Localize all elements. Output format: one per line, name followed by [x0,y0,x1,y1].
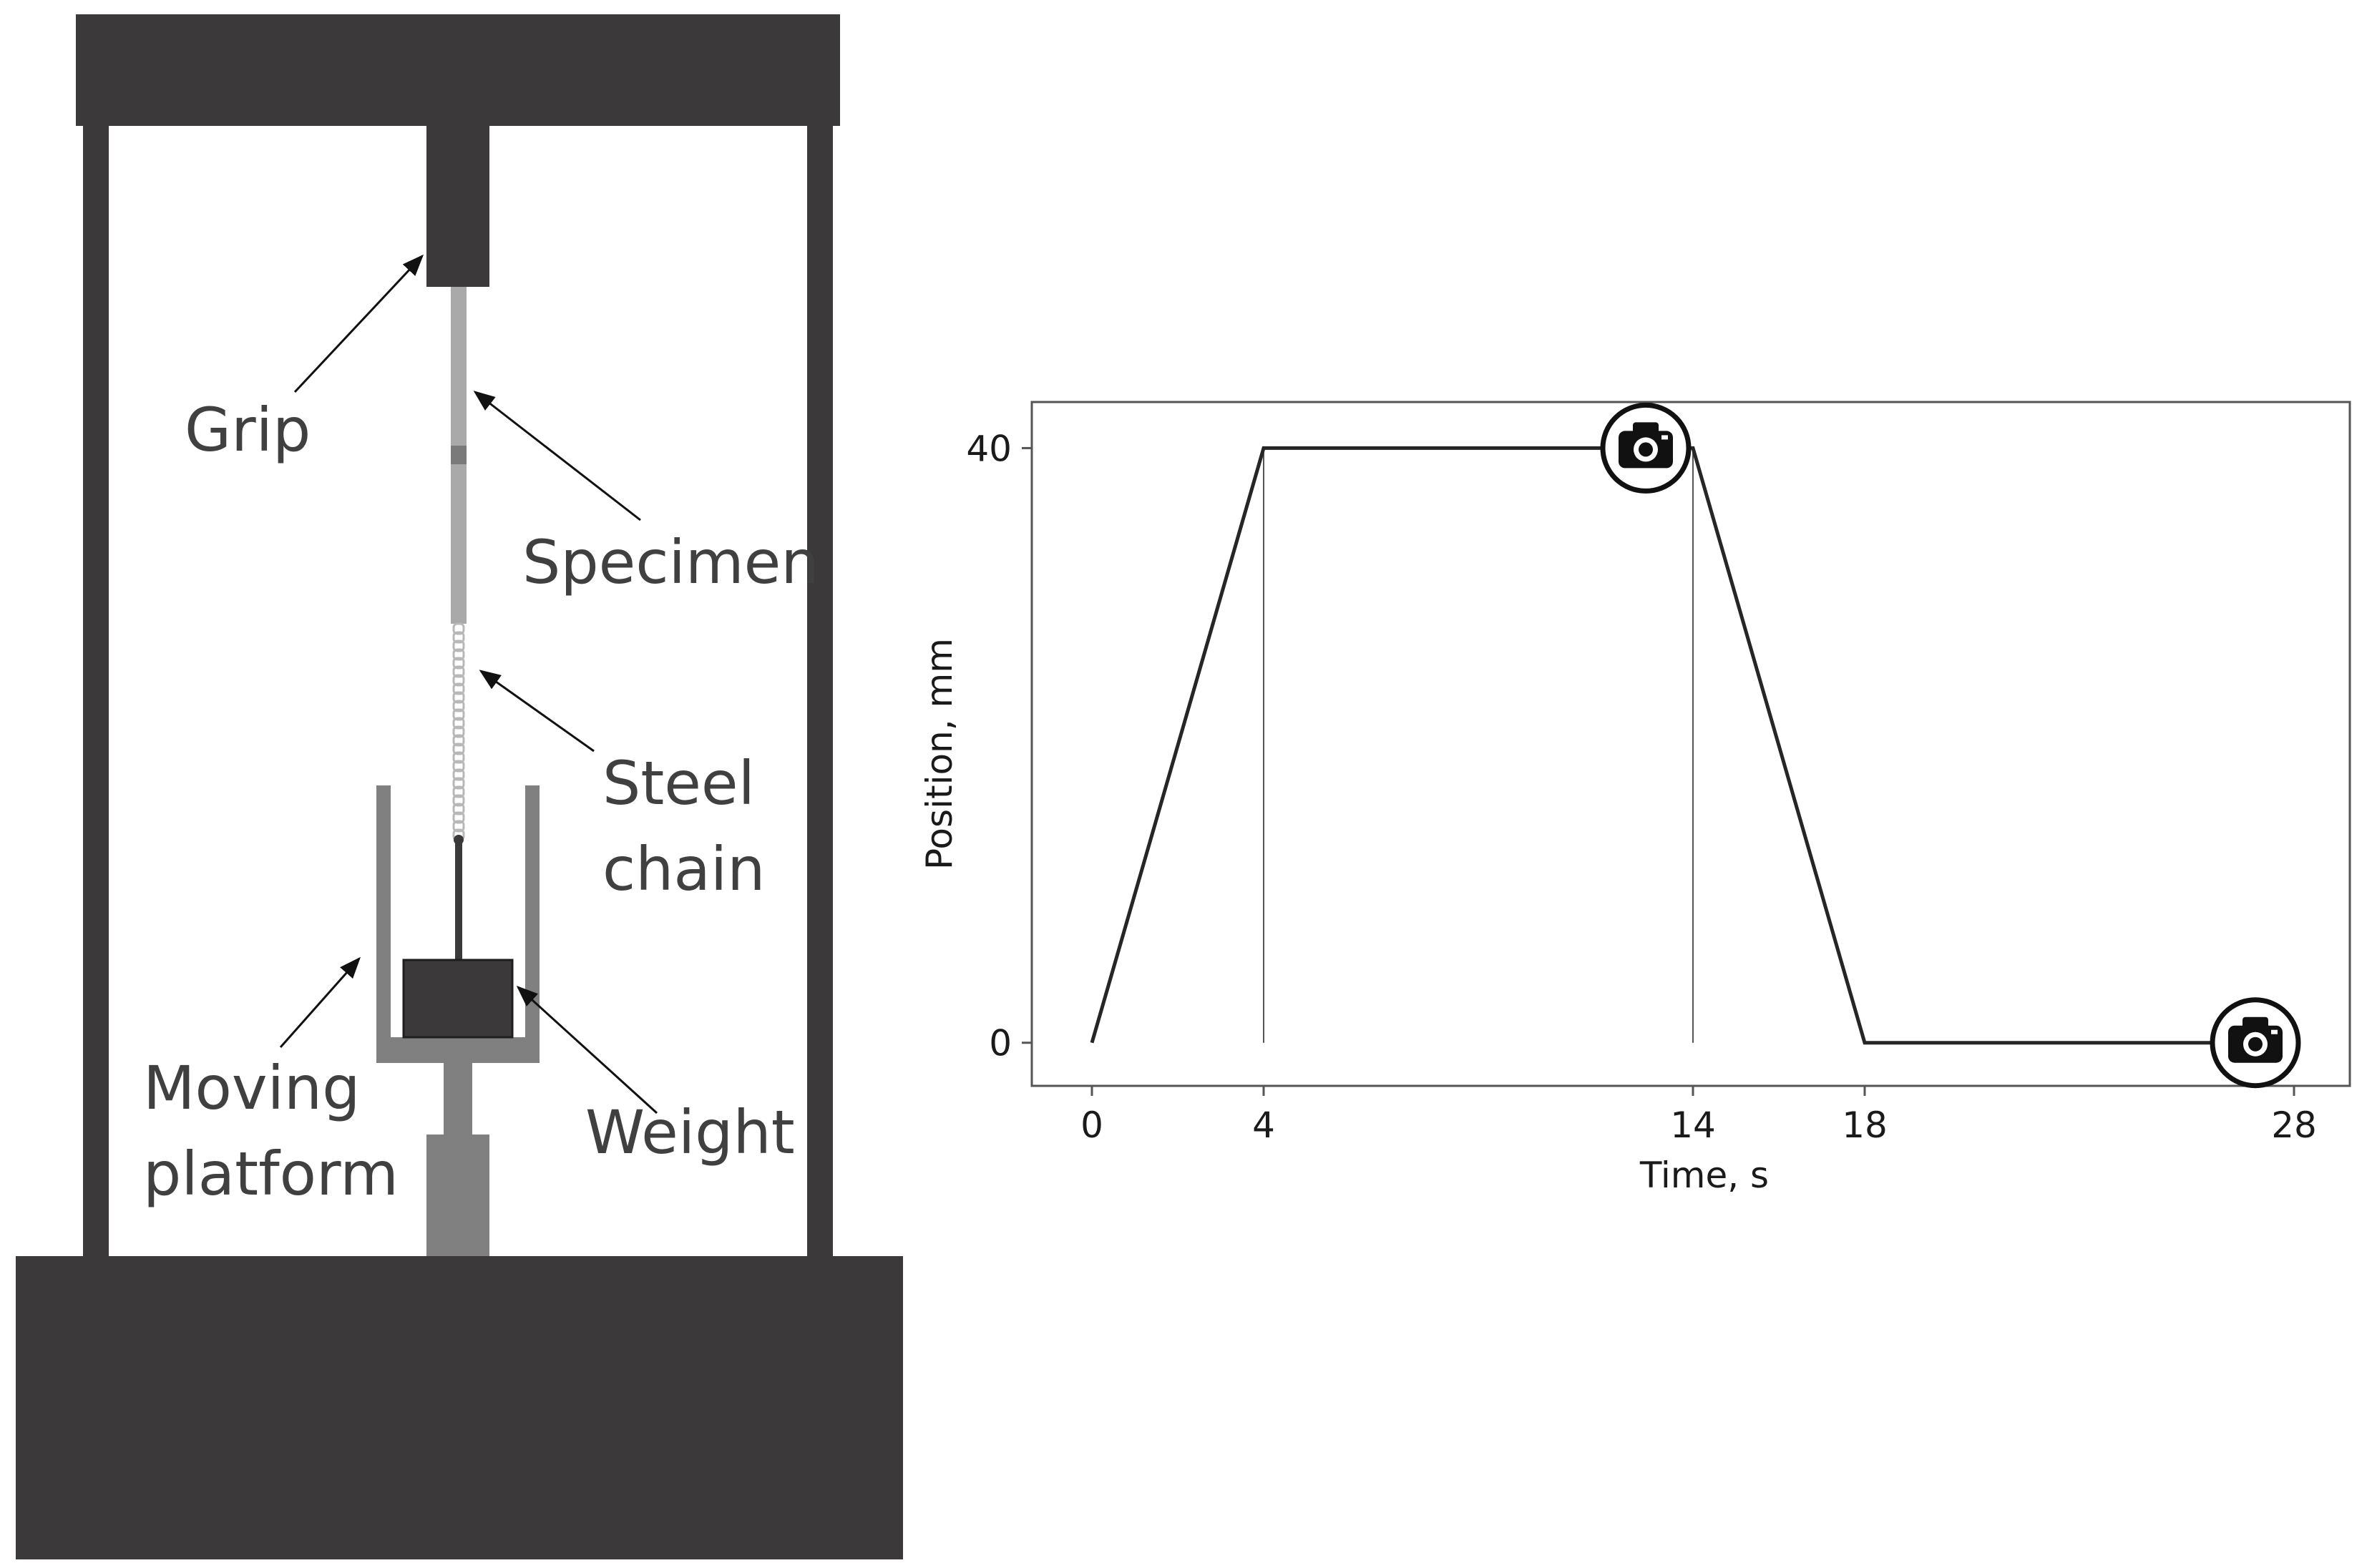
y-axis-ticks: 0 40 [966,428,1032,1064]
chain-link [452,734,465,747]
grip [426,126,489,287]
chain-link [452,682,465,695]
chain-link [452,777,465,790]
platform-actuator [426,1135,489,1256]
camera-markers [1600,402,2301,1089]
steel-chain-arrow [479,670,595,753]
weight-rod [455,838,462,961]
camera-icon [1600,402,1692,494]
x-tick-label: 4 [1252,1104,1275,1146]
chain-link [452,631,465,644]
weight-arrow [516,985,658,1114]
y-tick-label: 40 [966,428,1012,469]
chain-link [452,717,465,730]
weight [402,959,514,1039]
chain-link [452,785,465,798]
plot-frame [1030,401,2351,1087]
x-tick-label: 18 [1842,1104,1888,1146]
chain-link [452,691,465,704]
x-tick-label: 0 [1080,1104,1103,1146]
platform-floor [376,1037,540,1063]
position-time-chart: 0 4 14 18 28 0 40 Time, s Position, mm [919,401,2351,1196]
chain-link [452,648,465,661]
chain-link [452,811,465,824]
platform-stem [444,1063,472,1135]
grip-label: Grip [185,395,311,465]
specimen-arrow [473,391,641,521]
specimen-label: Specimen [522,527,819,597]
camera-icon [2210,997,2301,1089]
chain-link [452,760,465,773]
x-tick-label: 28 [2271,1104,2317,1146]
platform-left-wall [376,785,391,1037]
chain-link [452,665,465,678]
weight-label: Weight [585,1097,795,1167]
chain-link [452,820,465,833]
moving-platform-label-line1: Moving [143,1053,360,1123]
test-apparatus: Grip Specimen Steel chain Moving platfor… [16,14,903,1559]
y-tick-label: 0 [989,1023,1012,1064]
left-column [83,126,109,1256]
specimen-lower [451,464,467,624]
steel-chain-label-line1: Steel [602,748,755,818]
chain-link [452,640,465,652]
base [16,1256,903,1559]
weight-rod-joint [454,835,464,845]
x-axis-ticks: 0 4 14 18 28 [1080,1086,2317,1146]
chain-link [452,751,465,764]
specimen-upper [451,287,467,446]
chain-link [452,803,465,815]
specimen-gauge-mark [451,446,467,464]
right-column [807,126,833,1256]
guide-lines [1263,448,1694,1043]
x-tick-label: 14 [1670,1104,1716,1146]
moving-platform-label-line2: platform [143,1139,399,1209]
chain-link [452,725,465,738]
chain-link [452,708,465,721]
chain-link [452,768,465,781]
chain-link [452,674,465,687]
chain-link [452,794,465,807]
top-crossbeam [76,14,840,126]
platform-right-wall [525,785,540,1037]
chain-link [452,657,465,670]
steel-chain-label-line2: chain [602,834,765,904]
y-axis-label: Position, mm [919,638,960,870]
x-axis-label: Time, s [1639,1155,1769,1196]
grip-arrow [293,254,424,393]
chain-link [452,743,465,755]
chain-link [452,622,465,635]
position-series-line [1090,446,2294,1045]
steel-chain [452,622,465,841]
chain-link [452,700,465,712]
moving-platform-arrow [279,956,361,1048]
